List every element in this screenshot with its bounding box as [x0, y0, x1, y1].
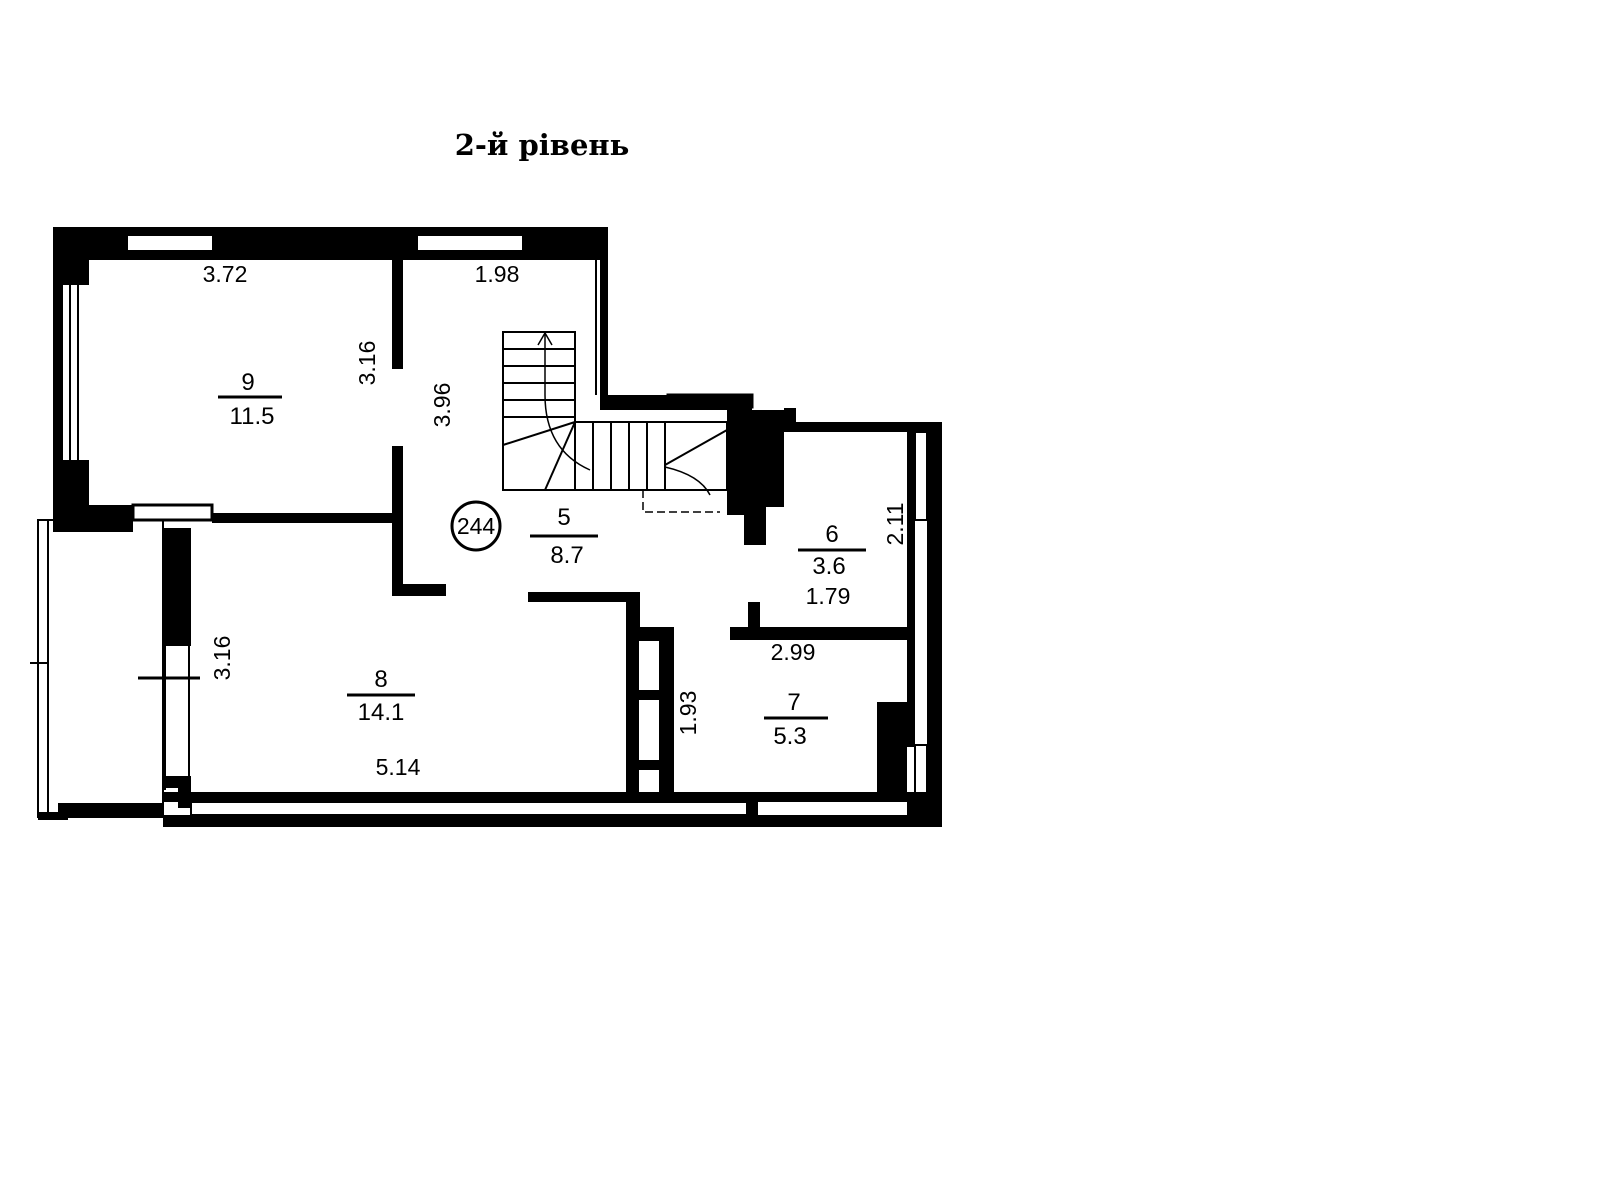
dimension-room9-height: 3.16 [354, 341, 380, 386]
room-area: 11.5 [230, 403, 275, 430]
room-8-label: 8 14.1 [347, 666, 415, 726]
dimension-room8-height: 3.16 [209, 636, 235, 681]
room-5-label: 5 8.7 [530, 504, 598, 569]
dimension-room7-width: 2.99 [771, 639, 816, 665]
room-number: 9 [241, 369, 254, 396]
room-area: 8.7 [550, 542, 583, 569]
dimension-room8-width: 5.14 [376, 754, 421, 780]
dimension-passage-height: 1.93 [675, 691, 701, 736]
dimension-room9-width: 3.72 [203, 261, 248, 287]
room-number: 5 [557, 504, 570, 531]
dimensions: 3.72 3.16 1.98 3.96 2.11 1.79 2.99 3.16 … [203, 261, 908, 780]
room-number: 8 [374, 666, 387, 693]
dimension-hall-width: 1.98 [475, 261, 520, 287]
walls [30, 227, 942, 827]
room-area: 14.1 [358, 699, 405, 726]
room-6-label: 6 3.6 [798, 521, 866, 580]
dimension-room6-height: 2.11 [882, 502, 908, 545]
staircase [502, 331, 728, 513]
apartment-number-badge: 244 [450, 500, 502, 552]
room-9-label: 9 11.5 [218, 369, 282, 430]
dimension-hall-height: 3.96 [429, 383, 455, 428]
room-number: 7 [787, 689, 800, 716]
room-area: 3.6 [812, 553, 845, 580]
dimension-room6-width: 1.79 [806, 583, 851, 609]
plan-title: 2-й рівень [454, 128, 630, 162]
room-area: 5.3 [773, 723, 806, 750]
apartment-number: 244 [457, 513, 496, 539]
room-number: 6 [825, 521, 838, 548]
room-7-label: 7 5.3 [764, 689, 828, 750]
